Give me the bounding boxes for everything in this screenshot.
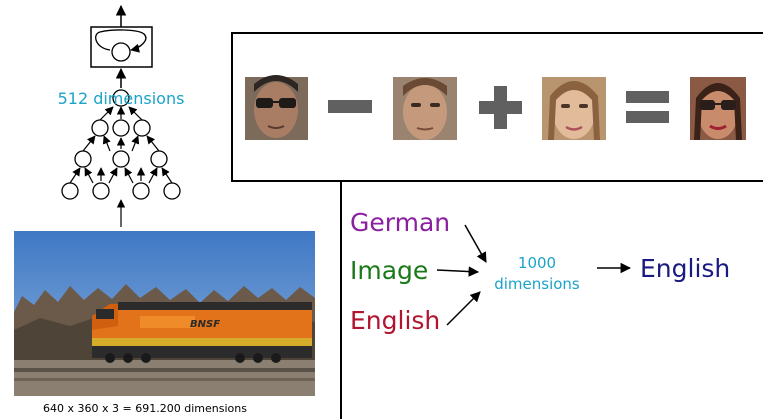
face-man-sunglasses	[245, 75, 308, 140]
minus-operator	[328, 100, 372, 113]
network-node	[61, 182, 79, 200]
recurrent-loop-arrow	[95, 29, 147, 53]
network-node	[112, 89, 130, 107]
network-node	[112, 119, 130, 137]
network-edges	[69, 106, 173, 227]
network-nodes	[61, 89, 181, 200]
network-node	[163, 182, 181, 200]
output-english-label: English	[640, 254, 730, 283]
network-node	[133, 119, 151, 137]
embedding-label: 512 dimensions	[58, 89, 185, 108]
train-photo: BNSF	[14, 231, 315, 396]
network-node	[74, 150, 92, 168]
network-node	[91, 119, 109, 137]
face-woman-sunglasses	[690, 77, 746, 140]
encoder-network: 512 dimensions	[58, 4, 185, 227]
equals-operator	[626, 91, 669, 123]
input-german-label: German	[350, 208, 450, 237]
hub-value-label: 1000	[518, 254, 556, 272]
svg-text:BNSF: BNSF	[190, 319, 220, 330]
input-image-label: Image	[350, 256, 428, 285]
plus-operator	[479, 86, 522, 129]
input-dimensions-caption: 640 x 360 x 3 = 691.200 dimensions	[43, 402, 247, 415]
translation-diagram: German Image English 1000 dimensions Eng…	[350, 208, 730, 335]
network-node	[112, 150, 130, 168]
network-node	[150, 150, 168, 168]
face-woman-neutral	[542, 77, 606, 140]
network-node	[132, 182, 150, 200]
input-english-label: English	[350, 306, 440, 335]
translation-arrows	[436, 224, 632, 326]
face-arithmetic-panel	[231, 32, 763, 182]
recurrent-node	[111, 42, 131, 62]
face-man-neutral	[393, 77, 457, 140]
hub-unit-label: dimensions	[494, 275, 580, 293]
network-node	[92, 182, 110, 200]
